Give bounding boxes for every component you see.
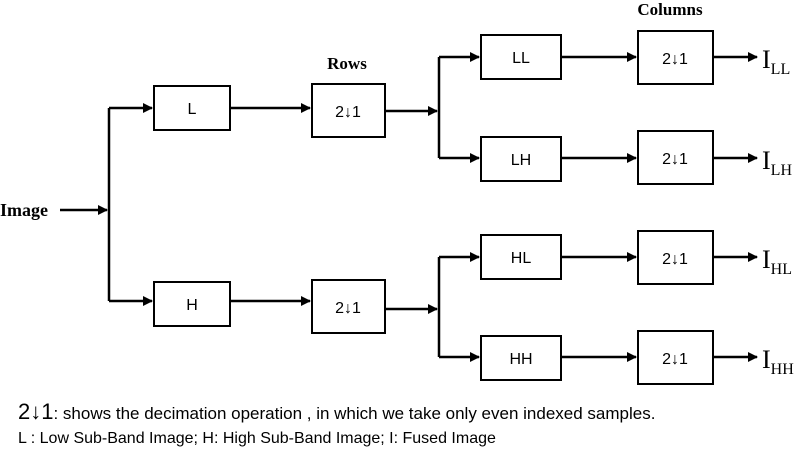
output-label-hl: IHL (762, 245, 792, 278)
column-decimator-box-hh (637, 330, 714, 385)
decimation-symbol: 2↓1 (18, 399, 54, 424)
column-decimator-label-hl: 2↓1 (662, 251, 688, 268)
low-pass-filter-box (153, 85, 231, 131)
high-pass-filter-label: H (186, 297, 198, 314)
decimation-description: : shows the decimation operation , in wh… (53, 404, 656, 423)
abbreviation-legend: L : Low Sub-Band Image; H: High Sub-Band… (18, 430, 496, 447)
hh-filter-box (480, 335, 562, 381)
columns-stage-label: Columns (637, 0, 703, 19)
hl-filter-label: HL (511, 250, 532, 267)
lh-filter-box (480, 136, 562, 182)
hh-filter-label: HH (509, 351, 532, 368)
row-decimator-label-bottom: 2↓1 (335, 300, 361, 317)
lh-filter-label: LH (511, 152, 531, 169)
column-decimator-box-lh (637, 130, 714, 185)
ll-filter-label: LL (512, 50, 530, 67)
column-decimator-label-lh: 2↓1 (662, 151, 688, 168)
output-label-lh: ILH (762, 146, 792, 179)
column-decimator-box-ll (637, 30, 714, 85)
input-label: Image (0, 200, 48, 220)
high-pass-filter-box (153, 281, 231, 327)
ll-filter-box (480, 34, 562, 80)
low-pass-filter-label: L (188, 101, 197, 118)
output-label-hh: IHH (762, 345, 794, 378)
row-decimator-label-top: 2↓1 (335, 104, 361, 121)
output-label-ll: ILL (762, 45, 790, 78)
column-decimator-box-hl (637, 230, 714, 285)
row-decimator-box-top (311, 83, 386, 138)
column-decimator-label-hh: 2↓1 (662, 351, 688, 368)
row-decimator-box-bottom (311, 279, 386, 334)
hl-filter-box (480, 234, 562, 280)
column-decimator-label-ll: 2↓1 (662, 51, 688, 68)
rows-stage-label: Rows (327, 54, 367, 73)
decimation-legend: 2↓1: shows the decimation operation , in… (18, 399, 655, 425)
